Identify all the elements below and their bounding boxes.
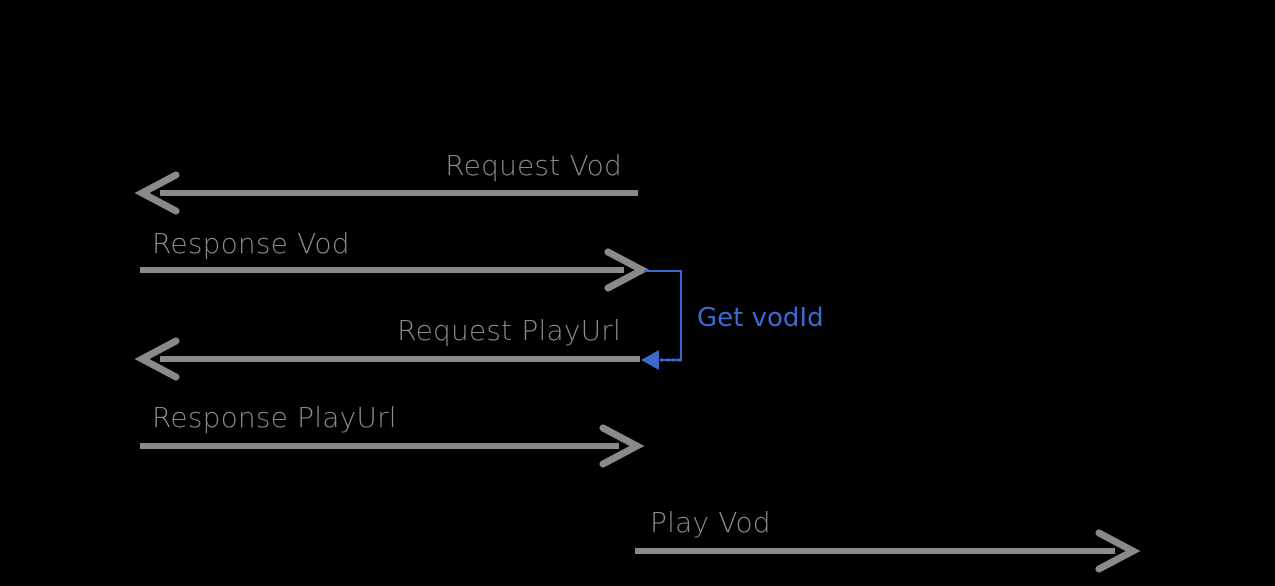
message-label-response-vod: Response Vod <box>152 227 350 260</box>
message-label-play-vod: Play Vod <box>650 506 771 539</box>
message-label-request-vod: Request Vod <box>445 149 622 182</box>
message-label-response-playurl: Response PlayUrl <box>152 401 397 434</box>
message-label-request-playurl: Request PlayUrl <box>397 314 621 347</box>
self-loop-get-vodid <box>641 270 682 370</box>
self-loop-label-get-vodid: Get vodId <box>697 303 824 333</box>
